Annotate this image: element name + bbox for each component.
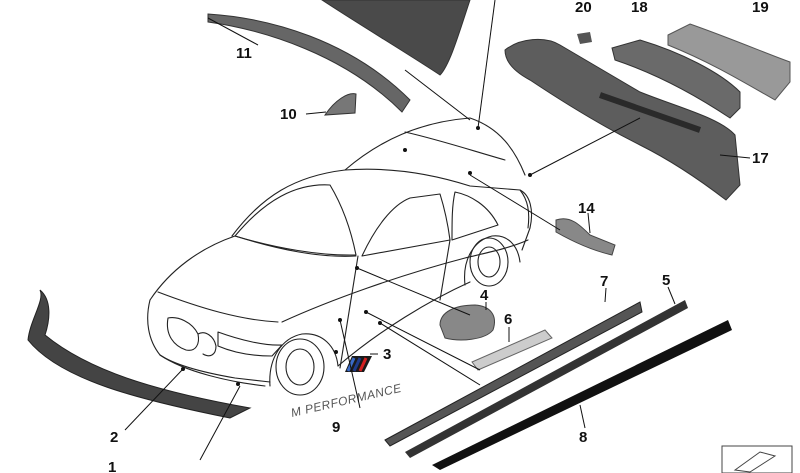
part-8-side-decal (432, 320, 732, 470)
part-18-insert (611, 39, 741, 119)
callout-3: 3 (383, 346, 391, 363)
car-body (147, 117, 533, 396)
callout-5: 5 (662, 272, 670, 289)
callout-4: 4 (480, 287, 489, 304)
callout-7: 7 (600, 273, 608, 290)
leader-dots (181, 126, 532, 386)
callout-20: 20 (575, 0, 592, 16)
callout-8: 8 (579, 429, 587, 446)
diffuser-fins (599, 92, 701, 133)
part-trunk-spoiler-top (321, 0, 471, 76)
part-19-insert (667, 23, 791, 101)
part-20-clip (577, 32, 592, 44)
callout-18: 18 (631, 0, 648, 16)
part-17-rear-diffuser (504, 38, 741, 201)
callout-10: 10 (280, 106, 297, 123)
part-9-decal-text: M PERFORMANCE (290, 381, 404, 420)
callout-6: 6 (504, 311, 512, 328)
part-5-side-decal (405, 300, 688, 458)
callout-17: 17 (752, 150, 769, 167)
callout-19: 19 (752, 0, 769, 16)
corner-reference-icon (721, 445, 793, 473)
part-2-front-splitter (27, 289, 252, 419)
part-11-rear-spoiler (207, 13, 411, 113)
callout-2: 2 (110, 429, 118, 446)
badge-stripe-red (358, 357, 368, 372)
callout-9: 9 (332, 419, 340, 436)
badge-stripe-navy (352, 357, 362, 372)
leader-lines (124, 0, 751, 461)
part-6-door-sill (471, 329, 553, 371)
part-4-mirror-cap (439, 304, 495, 341)
part-7-side-skirt (384, 301, 643, 447)
part-14-trim (555, 218, 616, 256)
badge-stripe-blue (346, 357, 356, 372)
part-10-trim (324, 93, 357, 116)
callout-11: 11 (236, 45, 252, 62)
callout-14: 14 (578, 200, 595, 217)
callout-1: 1 (108, 459, 116, 473)
